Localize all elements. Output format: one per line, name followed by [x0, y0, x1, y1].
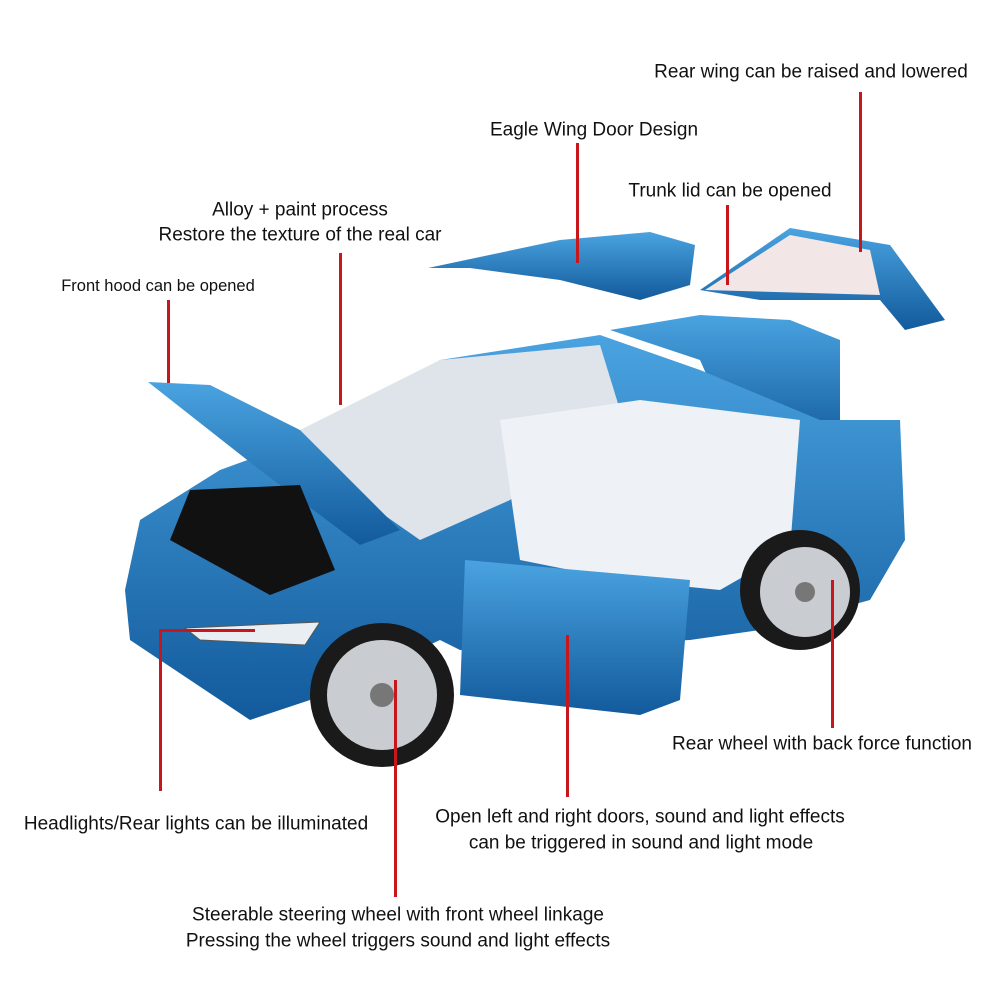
eagle-wing-callout-line [576, 143, 579, 263]
rear-wing-label: Rear wing can be raised and lowered [654, 61, 968, 83]
windshield [300, 345, 620, 540]
alloy-label-line2: Restore the texture of the real car [158, 224, 442, 246]
interior-seats [500, 400, 800, 590]
eagle-wing-door-front [428, 232, 695, 300]
trunk-lid-label: Trunk lid can be opened [628, 180, 832, 202]
eagle-wing-label: Eagle Wing Door Design [489, 119, 699, 141]
front-hood [148, 382, 400, 545]
doors-label-line1: Open left and right doors, sound and lig… [435, 806, 845, 828]
headlights-label: Headlights/Rear lights can be illuminate… [23, 813, 369, 835]
front-door [460, 560, 690, 715]
rear-wheel-callout-line [831, 580, 834, 728]
alloy-label-line1: Alloy + paint process [212, 199, 388, 221]
doors-label-line2: can be triggered in sound and light mode [468, 832, 814, 854]
trunk-interior [705, 235, 880, 295]
rear-wing-callout-line [859, 92, 862, 252]
headlight [183, 621, 321, 646]
trunk-lid-callout-line [726, 205, 729, 285]
frunk [170, 485, 335, 595]
rear-wheel [740, 530, 860, 650]
headlights-callout-line [159, 629, 162, 791]
rear-wheel-label: Rear wheel with back force function [672, 733, 972, 755]
front-hood-label: Front hood can be opened [61, 276, 255, 295]
steering-label-line1: Steerable steering wheel with front whee… [192, 904, 604, 926]
front-hood-callout-line [167, 300, 170, 383]
steering-callout-line [394, 680, 397, 897]
alloy-callout-line [339, 253, 342, 405]
steering-label-line2: Pressing the wheel triggers sound and li… [185, 930, 611, 952]
front-wheel [310, 623, 454, 767]
headlights-callout-line-horizontal [159, 629, 255, 632]
doors-callout-line [566, 635, 569, 797]
